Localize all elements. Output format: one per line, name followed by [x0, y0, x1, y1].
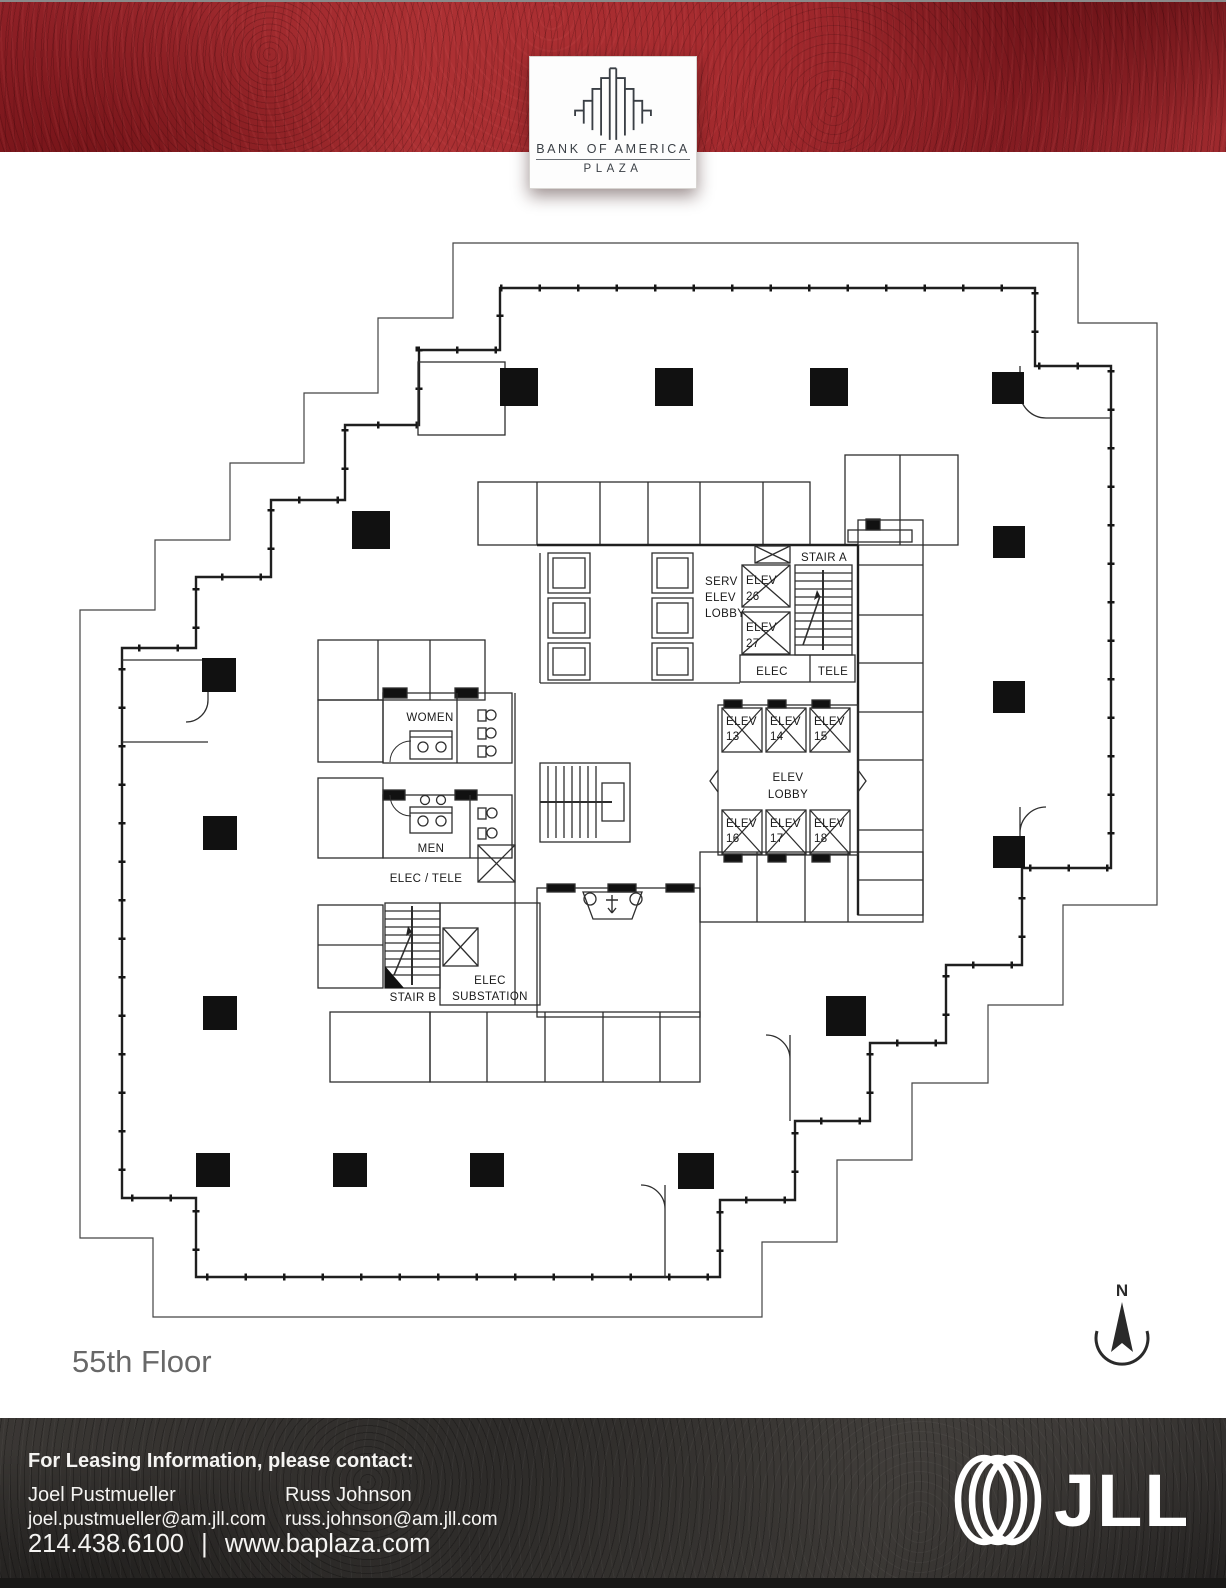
- phone-number: 214.438.6100: [28, 1530, 184, 1558]
- elev-15-label: ELEV: [814, 716, 845, 728]
- svg-text:SUBSTATION: SUBSTATION: [452, 991, 528, 1003]
- outer-boundary: [79, 242, 1158, 1318]
- footer-bar: For Leasing Information, please contact:…: [0, 1418, 1226, 1588]
- svg-text:14: 14: [770, 731, 784, 743]
- svg-text:27: 27: [746, 638, 760, 650]
- contact-name: Joel Pustmueller: [28, 1484, 176, 1506]
- svg-text:LOBBY: LOBBY: [768, 789, 808, 801]
- women-label: WOMEN: [406, 712, 453, 724]
- stair-b-label: STAIR B: [390, 992, 437, 1004]
- central-stair: [539, 762, 631, 843]
- logo-title: BANK OF AMERICA: [536, 142, 690, 160]
- contact-1: Joel Pustmueller joel.pustmueller@am.jll…: [28, 1484, 266, 1531]
- svg-text:16: 16: [726, 833, 740, 845]
- phone-website-line: 214.438.6100 | www.baplaza.com: [28, 1530, 430, 1559]
- building-core: [382, 543, 867, 1018]
- plan-labels: SERV ELEV LOBBY ELEV 26 ELEV 27 STAIR A …: [390, 552, 848, 1004]
- svg-text:17: 17: [770, 833, 784, 845]
- mens-restroom: [382, 789, 513, 859]
- website-link[interactable]: www.baplaza.com: [224, 1530, 431, 1558]
- leasing-heading: For Leasing Information, please contact:: [28, 1450, 414, 1472]
- elev-18-label: ELEV: [814, 818, 845, 830]
- elev-13-label: ELEV: [726, 716, 757, 728]
- stair-b: [384, 902, 441, 989]
- jll-logo-text: JLL: [1054, 1459, 1186, 1542]
- svg-text:15: 15: [814, 731, 828, 743]
- tele-label: TELE: [818, 666, 848, 678]
- contact-2: Russ Johnson russ.johnson@am.jll.com: [285, 1484, 498, 1531]
- elev-16-label: ELEV: [726, 818, 757, 830]
- logo-subtitle: PLAZA: [583, 163, 643, 175]
- stair-a: [794, 564, 853, 656]
- service-shafts: [547, 552, 694, 681]
- stair-a-label: STAIR A: [801, 552, 847, 564]
- elev-26-label: ELEV: [746, 575, 777, 587]
- womens-restroom: [382, 687, 513, 764]
- service-elevators: [741, 545, 791, 655]
- serv-elev-lobby-label: SERV: [705, 576, 738, 588]
- substation-label: ELEC: [474, 975, 506, 987]
- contact-name: Russ Johnson: [285, 1484, 412, 1506]
- contact-email[interactable]: russ.johnson@am.jll.com: [285, 1509, 498, 1530]
- svg-text:26: 26: [746, 591, 760, 603]
- building-icon: [574, 67, 652, 140]
- svg-text:ELEV: ELEV: [705, 592, 736, 604]
- men-label: MEN: [418, 843, 445, 855]
- elec-tele-label: ELEC / TELE: [390, 873, 463, 885]
- jll-logo: JLL: [954, 1454, 1186, 1546]
- center-room: [536, 883, 701, 1018]
- elev-17-label: ELEV: [770, 818, 801, 830]
- svg-text:LOBBY: LOBBY: [705, 608, 745, 620]
- north-label: N: [1116, 1281, 1128, 1300]
- floor-label: 55th Floor: [72, 1344, 212, 1379]
- elevator-bank: [709, 699, 867, 863]
- elec-label: ELEC: [756, 666, 788, 678]
- north-arrow: N: [1094, 1281, 1150, 1366]
- elec-substation: [439, 902, 541, 1006]
- building-logo-card: BANK OF AMERICA PLAZA: [529, 56, 697, 189]
- top-hairline: [0, 0, 1226, 2]
- svg-text:13: 13: [726, 731, 740, 743]
- structural-columns: [196, 368, 1025, 1189]
- elev-14-label: ELEV: [770, 716, 801, 728]
- contact-email[interactable]: joel.pustmueller@am.jll.com: [28, 1509, 266, 1530]
- separator: |: [201, 1530, 208, 1558]
- elev-lobby-label: ELEV: [772, 772, 803, 784]
- svg-text:18: 18: [814, 833, 828, 845]
- elev-27-label: ELEV: [746, 622, 777, 634]
- window-wall: [120, 286, 1113, 1279]
